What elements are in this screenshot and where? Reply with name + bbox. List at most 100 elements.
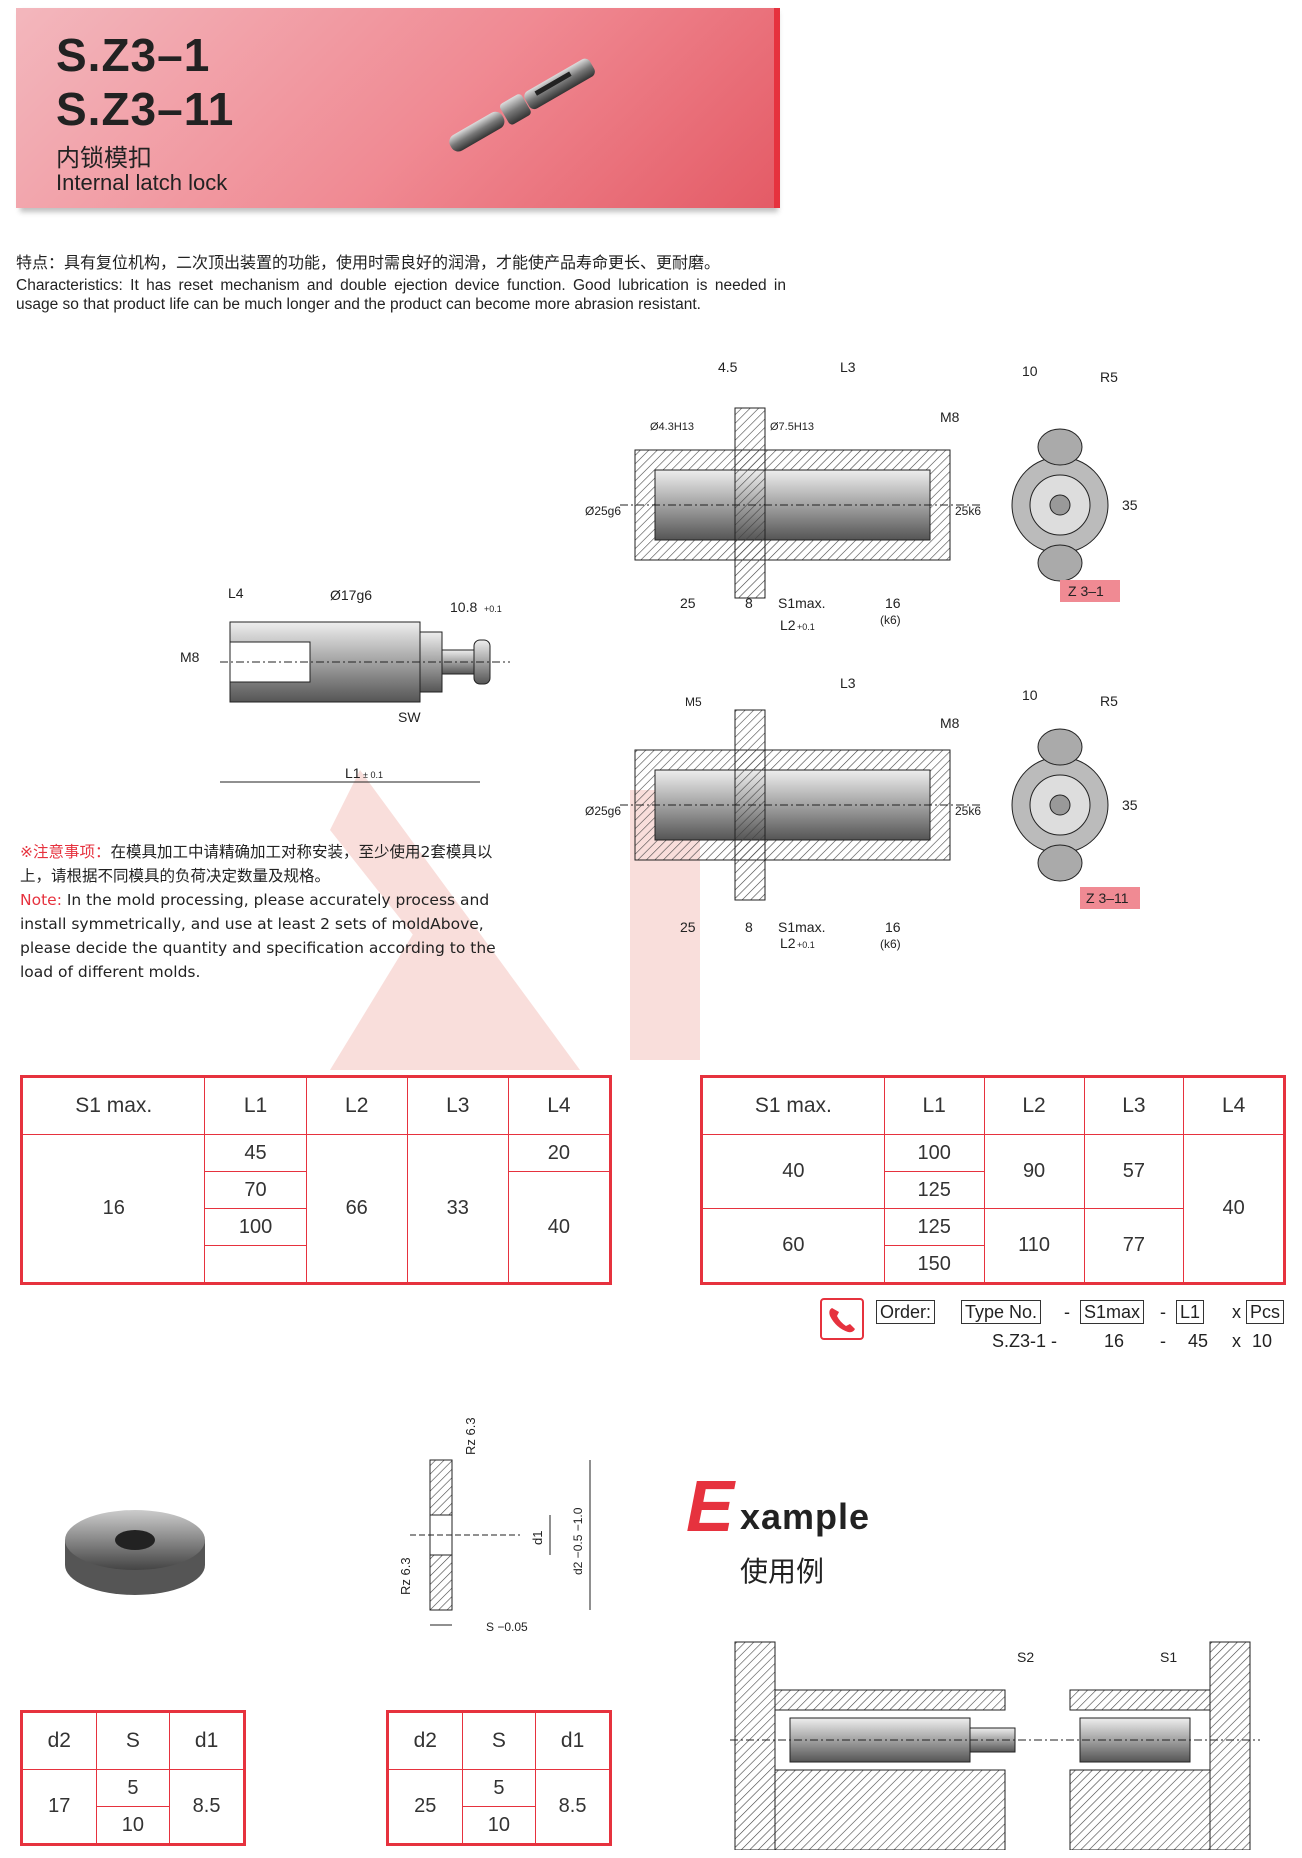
order-ex-s1: 16 — [1104, 1331, 1125, 1351]
label-l1tol: ± 0.1 — [363, 770, 383, 780]
order-l1: L1 — [1176, 1300, 1205, 1324]
label-sw: SW — [398, 709, 421, 725]
label-s1max-bot: S1max. — [778, 919, 825, 935]
label-25k6-bot: 25k6 — [955, 804, 981, 818]
phone-icon — [820, 1298, 864, 1340]
t4-d1: 8.5 — [535, 1769, 611, 1845]
t2-row0-l3: 57 — [1083, 1134, 1185, 1209]
label-m8-top: M8 — [940, 409, 960, 425]
washer-photo — [65, 1510, 205, 1595]
label-25k6-top: 25k6 — [955, 504, 981, 518]
t2-row1-l1-0: 125 — [883, 1208, 985, 1246]
label-10-8: 10.8 — [450, 599, 477, 615]
t1-l4-0: 20 — [507, 1134, 612, 1172]
t1-header-l3: L3 — [406, 1076, 509, 1135]
t1-header-l4: L4 — [507, 1076, 612, 1135]
t4-d2: 25 — [387, 1769, 463, 1845]
label-8-bot: 8 — [745, 919, 753, 935]
product-name-en: Internal latch lock — [56, 170, 228, 195]
t3-d2: 17 — [21, 1769, 97, 1845]
label-r5-top: R5 — [1100, 369, 1118, 385]
t2-row0-l1-1: 125 — [883, 1171, 985, 1209]
example-drawing: S2 S1 — [730, 1641, 1260, 1850]
t1-l1-0: 45 — [204, 1134, 307, 1172]
spec-table-1: S1 max. L1 L2 L3 L4 16 45 66 33 20 70 40… — [20, 1075, 612, 1285]
t2-row0-s1: 40 — [701, 1134, 885, 1209]
label-35-bot: 35 — [1122, 797, 1138, 813]
t2-row1-l3: 77 — [1083, 1208, 1185, 1284]
header-banner: S.Z3–1 S.Z3–11 内锁模扣 Internal latch lock — [16, 8, 780, 208]
order-dash-2: - — [1160, 1302, 1166, 1322]
label-rz-top: Rz 6.3 — [463, 1417, 478, 1455]
order-pcs: Pcs — [1246, 1300, 1285, 1324]
spec-table-2: S1 max. L1 L2 L3 L4 40 100 90 57 40 125 … — [700, 1075, 1286, 1285]
t3-header-d1: d1 — [169, 1711, 245, 1770]
t2-header-l2: L2 — [983, 1076, 1085, 1135]
t1-header-l1: L1 — [204, 1076, 307, 1135]
label-16-bot: 16 — [885, 919, 901, 935]
characteristics-cn: 特点：具有复位机构，二次顶出装置的功能，使用时需良好的润滑，才能使产品寿命更长、… — [16, 253, 721, 272]
label-r5-bot: R5 — [1100, 693, 1118, 709]
t3-s-0: 5 — [95, 1769, 171, 1807]
label-tol01: +0.1 — [484, 604, 502, 614]
model-title-2: S.Z3–11 — [56, 83, 235, 135]
label-l2-top: L2 — [780, 617, 796, 633]
tag-z311: Z 3–11 — [1086, 890, 1129, 906]
label-d25-top: Ø25g6 — [585, 504, 621, 518]
t1-l1-3 — [204, 1245, 307, 1284]
t1-s1: 16 — [20, 1134, 206, 1284]
label-m8-left: M8 — [180, 649, 200, 665]
t2-l4: 40 — [1183, 1134, 1285, 1284]
label-m5: M5 — [685, 695, 702, 709]
t1-l2: 66 — [305, 1134, 408, 1284]
example-e: E — [686, 1467, 735, 1547]
label-25-top: 25 — [680, 595, 696, 611]
order-dash-1: - — [1064, 1302, 1070, 1322]
label-s2: S2 — [1017, 1649, 1034, 1665]
t3-header-s: S — [95, 1711, 171, 1770]
label-l2tol-bot: +0.1 — [797, 940, 815, 950]
example-title: xample — [740, 1496, 871, 1537]
label-l3-top: L3 — [840, 359, 856, 375]
t1-l1-2: 100 — [204, 1208, 307, 1246]
t2-header-s1: S1 max. — [701, 1076, 885, 1135]
label-16-top: 16 — [885, 595, 901, 611]
order-ex-pcs: 10 — [1252, 1331, 1273, 1351]
note-label-en: Note: — [20, 891, 62, 909]
note-label-cn: ※注意事项： — [20, 843, 111, 861]
t2-row1-l1-1: 150 — [883, 1245, 985, 1284]
t1-header-l2: L2 — [305, 1076, 408, 1135]
model-title-1: S.Z3–1 — [56, 29, 211, 81]
label-4-5: 4.5 — [718, 359, 738, 375]
t1-l3: 33 — [406, 1134, 509, 1284]
note-text-en: In the mold processing, please accuratel… — [20, 891, 496, 981]
label-k6-top: (k6) — [880, 613, 901, 627]
label-d75: Ø7.5H13 — [770, 421, 814, 433]
t2-row0-l2: 90 — [983, 1134, 1085, 1209]
t1-header-s1: S1 max. — [20, 1076, 206, 1135]
t3-header-d2: d2 — [21, 1711, 97, 1770]
note-block: ※注意事项：在模具加工中请精确加工对称安装，至少使用2套模具以上，请根据不同模具… — [20, 840, 520, 984]
header-accent-bar — [774, 8, 780, 208]
t4-header-s: S — [461, 1711, 537, 1770]
tag-z31-bg — [1060, 580, 1120, 602]
order-block: Order: Type No. - S1max - L1 x Pcs S.Z3-… — [820, 1296, 1290, 1356]
label-l3-bot: L3 — [840, 675, 856, 691]
t2-header-l4: L4 — [1183, 1076, 1285, 1135]
t2-header-l1: L1 — [883, 1076, 985, 1135]
characteristics-en: Characteristics: It has reset mechanism … — [16, 277, 786, 313]
t2-header-l3: L3 — [1083, 1076, 1185, 1135]
label-d2tol: d2 −0.5 −1.0 — [571, 1507, 585, 1575]
t2-row1-l2: 110 — [983, 1208, 1085, 1284]
order-s1max: S1max — [1080, 1300, 1145, 1324]
order-x: x — [1232, 1302, 1241, 1322]
label-10-top: 10 — [1022, 363, 1038, 379]
spec-table-3: d2 S d1 17 5 8.5 10 — [20, 1710, 246, 1846]
order-label: Order: — [876, 1300, 936, 1324]
order-type: Type No. — [961, 1300, 1042, 1324]
label-l4: L4 — [228, 585, 244, 601]
tag-z31: Z 3–1 — [1068, 583, 1104, 599]
product-name-cn: 内锁模扣 — [56, 144, 152, 172]
label-25-bot: 25 — [680, 919, 696, 935]
t4-s-1: 10 — [461, 1806, 537, 1845]
